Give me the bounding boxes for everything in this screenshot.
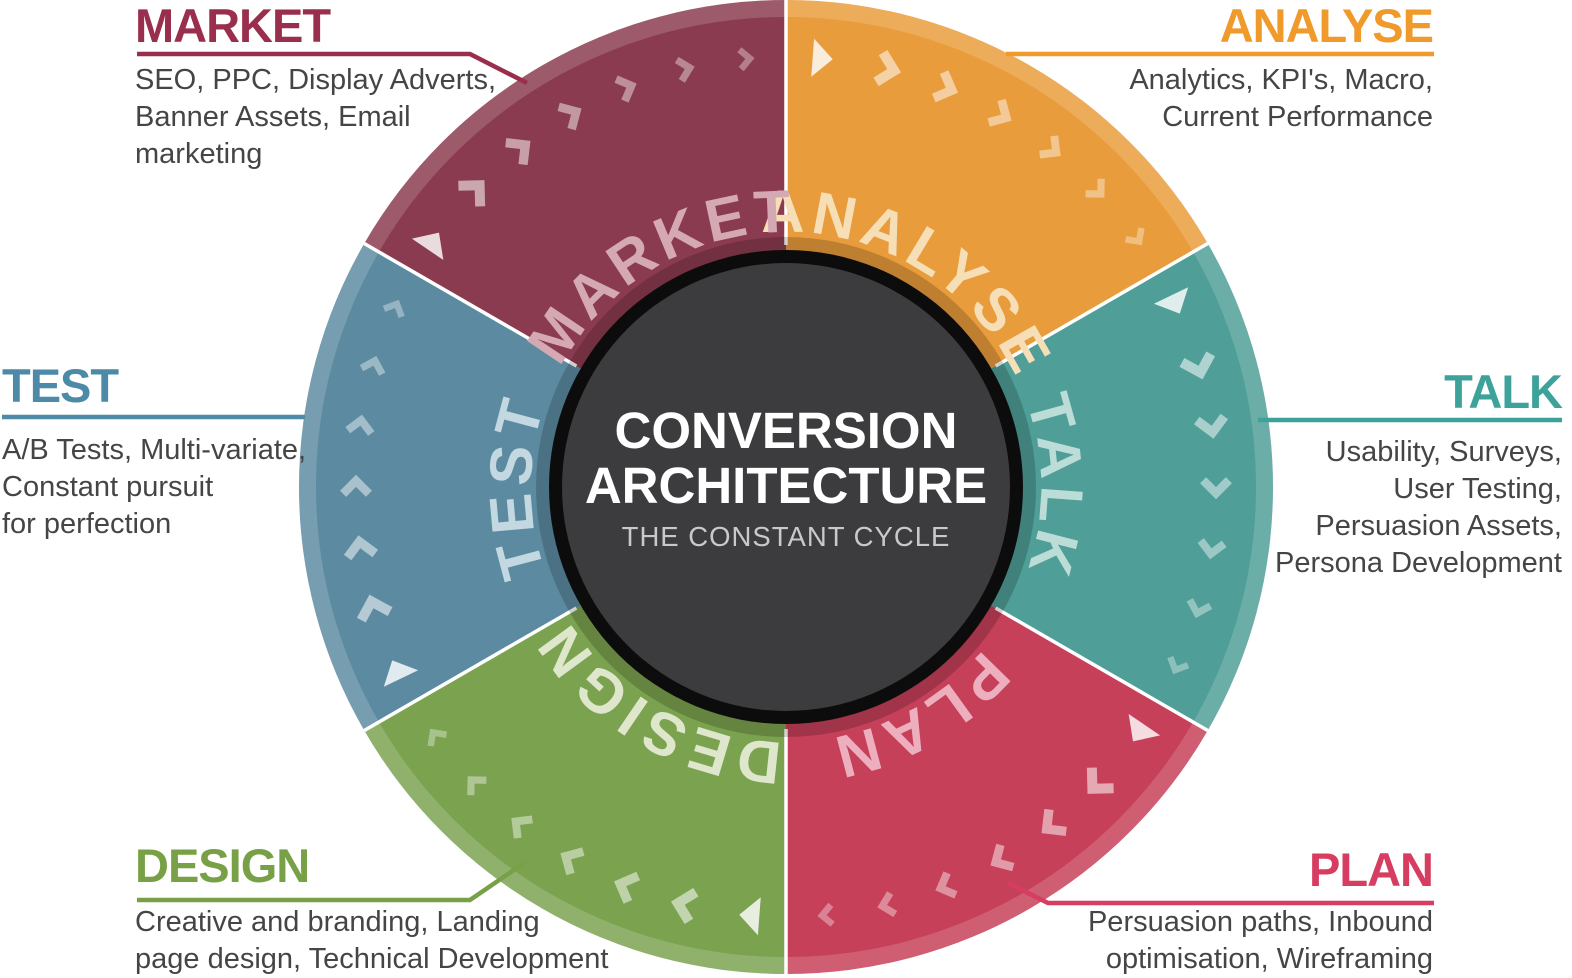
segment-test-chevrons bbox=[340, 299, 419, 687]
chevron-icon bbox=[614, 75, 637, 103]
callout-test-title: TEST bbox=[2, 359, 119, 412]
chevron-icon bbox=[1085, 178, 1105, 198]
callout-analyse: ANALYSE Analytics, KPI's, Macro, Current… bbox=[1129, 0, 1434, 136]
chevron-icon bbox=[1124, 227, 1145, 246]
segment-analyse-chevrons bbox=[811, 38, 1145, 246]
chevron-icon bbox=[560, 847, 585, 876]
chevron-icon bbox=[877, 891, 898, 918]
chevron-icon bbox=[458, 180, 486, 207]
chevron-icon bbox=[1186, 598, 1213, 619]
chevron-icon bbox=[427, 728, 448, 747]
chevron-icon bbox=[990, 843, 1015, 872]
segment-plan-chevrons bbox=[817, 713, 1161, 927]
callout-plan: PLAN Persuasion paths, Inbound optimisat… bbox=[1087, 843, 1434, 978]
callout-analyse-title: ANALYSE bbox=[1219, 0, 1434, 52]
callout-design-desc: Creative and branding, Landing page desi… bbox=[135, 906, 609, 975]
chevron-icon bbox=[505, 138, 531, 166]
chevron-icon bbox=[1197, 538, 1227, 560]
arrowhead-icon bbox=[811, 38, 833, 77]
callout-test-desc: A/B Tests, Multi-variate, Constant pursu… bbox=[2, 434, 307, 540]
chevron-icon bbox=[987, 98, 1012, 127]
center-subtitle: THE CONSTANT CYCLE bbox=[622, 521, 951, 552]
chevron-icon bbox=[467, 776, 487, 796]
callout-line-market bbox=[137, 51, 529, 86]
callout-talk-title: TALK bbox=[1444, 365, 1563, 418]
chevron-icon bbox=[1193, 413, 1229, 439]
segment-divider bbox=[994, 606, 1209, 733]
chevron-icon bbox=[1200, 477, 1232, 500]
callout-design-title: DESIGN bbox=[135, 839, 310, 892]
segment-talk-wedge bbox=[786, 243, 1273, 731]
chevron-icon bbox=[1041, 808, 1067, 836]
segment-divider bbox=[363, 241, 578, 368]
arrowhead-icon bbox=[383, 660, 419, 687]
callout-design: DESIGN Creative and branding, Landing pa… bbox=[135, 840, 608, 978]
chevron-icon bbox=[340, 474, 372, 497]
callout-market: MARKET SEO, PPC, Display Adverts, Banner… bbox=[135, 0, 496, 173]
callout-analyse-desc: Analytics, KPI's, Macro, Current Perform… bbox=[1129, 64, 1433, 133]
callout-talk: TALK Usability, Surveys, User Testing, P… bbox=[1275, 365, 1563, 582]
chevron-icon bbox=[931, 70, 959, 103]
chevron-icon bbox=[674, 56, 695, 83]
segment-divider bbox=[363, 606, 578, 733]
chevron-icon bbox=[1086, 767, 1114, 794]
chevron-icon bbox=[737, 47, 755, 72]
arrowhead-icon bbox=[1128, 713, 1161, 742]
chevron-icon bbox=[873, 50, 902, 87]
segment-market-chevrons bbox=[411, 47, 755, 261]
callout-plan-title: PLAN bbox=[1309, 843, 1434, 896]
chevron-icon bbox=[1167, 655, 1190, 675]
segment-design-chevrons bbox=[427, 728, 761, 936]
chevron-icon bbox=[345, 414, 375, 436]
chevron-icon bbox=[382, 299, 405, 319]
chevron-icon bbox=[670, 887, 699, 924]
segment-divider bbox=[994, 241, 1209, 368]
chevron-icon bbox=[1179, 351, 1216, 380]
callout-market-desc: SEO, PPC, Display Adverts, Banner Assets… bbox=[135, 64, 497, 170]
chevron-icon bbox=[613, 871, 641, 904]
callout-market-title: MARKET bbox=[135, 0, 331, 52]
chevron-icon bbox=[511, 815, 533, 839]
center-title-line2: ARCHITECTURE bbox=[585, 457, 987, 514]
chevron-icon bbox=[557, 102, 582, 131]
callout-test: TEST A/B Tests, Multi-variate, Constant … bbox=[2, 360, 306, 543]
chevron-icon bbox=[359, 355, 386, 376]
arrowhead-icon bbox=[739, 897, 761, 936]
chevron-icon bbox=[817, 902, 835, 927]
chevron-icon bbox=[935, 871, 958, 899]
arrowhead-icon bbox=[411, 232, 444, 261]
chevron-icon bbox=[1039, 135, 1061, 159]
callout-plan-desc: Persuasion paths, Inbound optimisation, … bbox=[1087, 906, 1433, 975]
center-disc bbox=[562, 263, 1010, 711]
callout-line-plan bbox=[1006, 880, 1434, 906]
center-title-line1: CONVERSION bbox=[615, 402, 958, 459]
callout-talk-desc: Usability, Surveys, User Testing, Persua… bbox=[1275, 436, 1562, 579]
segment-talk-chevrons bbox=[1153, 287, 1232, 675]
chevron-icon bbox=[343, 535, 379, 561]
segment-test-wedge bbox=[299, 243, 786, 731]
callout-line-design bbox=[137, 859, 529, 903]
arrowhead-icon bbox=[1153, 287, 1189, 314]
chevron-icon bbox=[356, 594, 393, 623]
